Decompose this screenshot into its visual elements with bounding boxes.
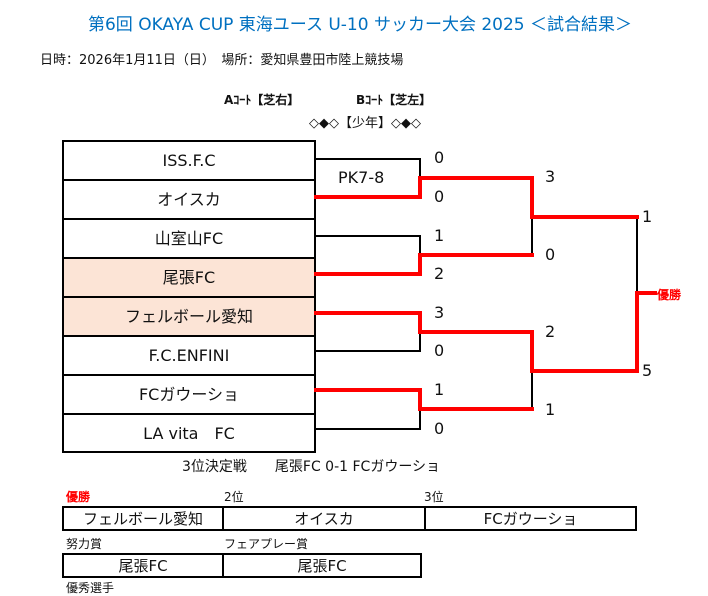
result-label: 優勝 xyxy=(66,490,91,504)
result-label: 2位 xyxy=(224,490,244,504)
score: 1 xyxy=(545,400,556,419)
result-cell: オイスカ xyxy=(222,506,426,531)
results-table: フェルボール愛知 オイスカ FCガウーショ xyxy=(62,506,637,531)
score: 0 xyxy=(434,419,445,438)
score: 0 xyxy=(545,245,556,264)
champion-label: 優勝 xyxy=(657,288,682,302)
team-cell: ISS.F.C xyxy=(64,142,314,181)
team-cell: オイスカ xyxy=(64,181,314,220)
event-info: 日時：2026年1月11日（日） 場所：愛知県豊田市陸上競技場 xyxy=(40,53,404,68)
score: 2 xyxy=(434,264,445,283)
pk-note: PK7-8 xyxy=(338,168,385,187)
award-cell: 尾張FC xyxy=(222,553,422,578)
third-place-result: 3位決定戦 尾張FC 0-1 FCガウーショ xyxy=(182,459,441,475)
score: 0 xyxy=(434,341,445,360)
result-cell: フェルボール愛知 xyxy=(62,506,224,531)
award-label: 優秀選手 xyxy=(66,581,115,595)
result-cell: FCガウーショ xyxy=(424,506,637,531)
team-cell: F.C.ENFINI xyxy=(64,337,314,376)
score: 1 xyxy=(642,207,653,226)
score: 3 xyxy=(434,303,445,322)
award-label: 努力賞 xyxy=(66,537,103,551)
team-cell: LA vita FC xyxy=(143,424,235,443)
bracket-lines-loser xyxy=(315,158,638,430)
team-cell: 山室山FC xyxy=(64,220,314,259)
award-label: フェアプレー賞 xyxy=(224,537,309,551)
team-cell: FCガウーショ xyxy=(64,376,314,415)
score: 5 xyxy=(642,361,653,380)
score: 0 xyxy=(434,148,445,167)
score: 2 xyxy=(545,322,556,341)
result-label: 3位 xyxy=(424,490,444,504)
award-cell: 尾張FC xyxy=(62,553,224,578)
score: 3 xyxy=(545,167,556,186)
team-list: ISS.F.C オイスカ 山室山FC 尾張FC フェルボール愛知 F.C.ENF… xyxy=(62,140,316,453)
awards-table: 尾張FC 尾張FC xyxy=(62,553,422,578)
page-title: 第6回 OKAYA CUP 東海ユース U-10 サッカー大会 2025 ＜試合… xyxy=(87,15,633,35)
team-cell: 尾張FC xyxy=(64,259,314,298)
team-cell: フェルボール愛知 xyxy=(64,298,314,337)
bracket-lines-winner xyxy=(314,176,657,411)
bracket-lines xyxy=(314,158,657,430)
score: 0 xyxy=(434,187,445,206)
division-label: ◇◆◇【少年】◇◆◇ xyxy=(309,116,421,131)
court-a-label: Aｺｰﾄ【芝右】 xyxy=(224,93,300,107)
court-b-label: Bｺｰﾄ【芝左】 xyxy=(356,93,432,107)
score: 1 xyxy=(434,226,445,245)
score: 1 xyxy=(434,380,445,399)
